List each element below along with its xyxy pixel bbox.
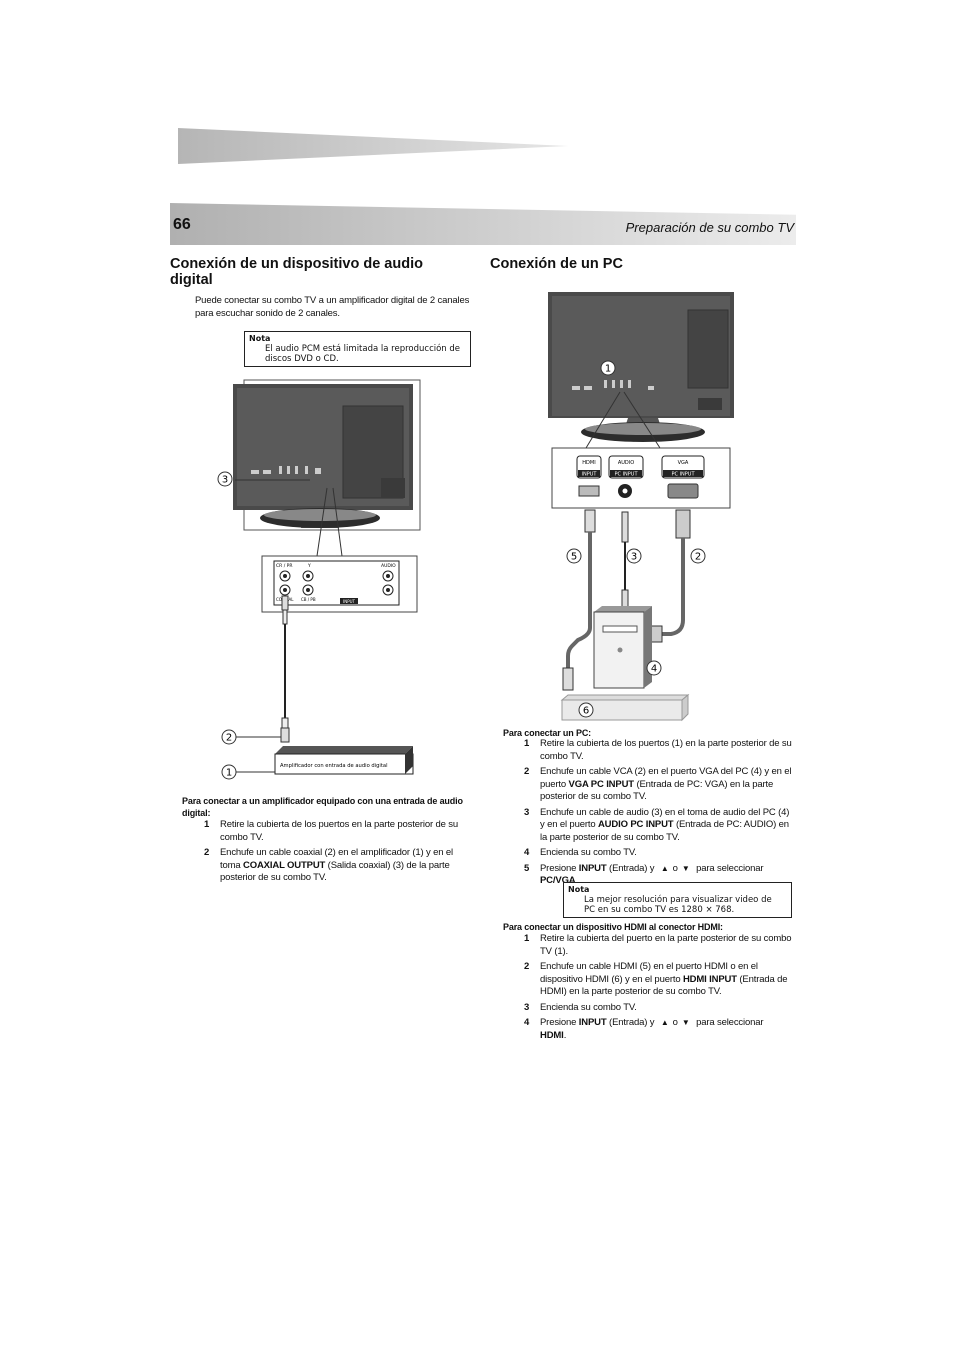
svg-text:HDMI: HDMI [582,460,595,466]
amplifier-label: Amplificador con entrada de audio digita… [280,763,388,769]
section-title: Preparación de su combo TV [625,220,794,235]
left-steps: 1 Retire la cubierta de los puertos en l… [204,819,470,888]
list-item: 2 Enchufe un cable coaxial (2) en el amp… [204,847,454,883]
callout-6: 6 [583,706,589,717]
left-note: Nota El audio PCM está limitada la repro… [244,331,471,367]
decorative-band-top [178,128,568,164]
down-arrow-icon: ▼ [681,1018,690,1027]
callout-1: 1 [226,768,232,779]
svg-text:VGA: VGA [678,460,689,466]
svg-text:CB / PB: CB / PB [301,597,316,602]
svg-text:AUDIO: AUDIO [381,563,396,569]
note-label: Nota [249,334,271,343]
svg-text:Y: Y [307,563,311,569]
left-intro: Puede conectar su combo TV a un amplific… [195,295,470,319]
pc-procedure-title: Para conectar un PC: [503,728,592,738]
note-label: Nota [568,885,590,894]
hdmi-procedure-title: Para conectar un dispositivo HDMI al con… [503,922,723,932]
svg-text:CR / PR: CR / PR [276,563,293,569]
up-arrow-icon: ▲ [660,1018,669,1027]
right-note: Nota La mejor resolución para visualizar… [563,882,792,918]
callout-5: 5 [571,552,577,563]
callout-1: 1 [605,364,611,375]
up-arrow-icon: ▲ [660,863,669,873]
svg-text:PC INPUT: PC INPUT [614,472,638,478]
note-text: El audio PCM está limitada la reproducci… [265,344,461,364]
callout-2: 2 [695,552,701,563]
svg-text:AUDIO: AUDIO [618,460,634,466]
left-procedure-title: Para conectar a un amplificador equipado… [182,796,463,818]
svg-text:INPUT: INPUT [343,599,356,604]
right-heading: Conexión de un PC [490,256,623,272]
down-arrow-icon: ▼ [681,863,690,873]
amplifier-connection-diagram: 3 CR / PR Y AUDIO COAXIAL CB / PB INPUT … [217,379,421,780]
pc-connection-diagram: 1 HDMI INPUT AUDIO PC INPUT VGA PC INPUT… [548,292,734,722]
page-number: 66 [173,216,191,233]
list-item: 1 Retire la cubierta de los puertos en l… [204,819,458,843]
left-heading: Conexión de un dispositivo de audio digi… [170,256,423,288]
callout-3: 3 [222,475,228,486]
svg-text:PC INPUT: PC INPUT [671,472,695,478]
callout-2: 2 [226,733,232,744]
callout-3: 3 [631,552,637,563]
note-text: La mejor resolución para visualizar vide… [584,895,772,915]
svg-text:INPUT: INPUT [582,472,598,478]
callout-4: 4 [651,664,657,675]
